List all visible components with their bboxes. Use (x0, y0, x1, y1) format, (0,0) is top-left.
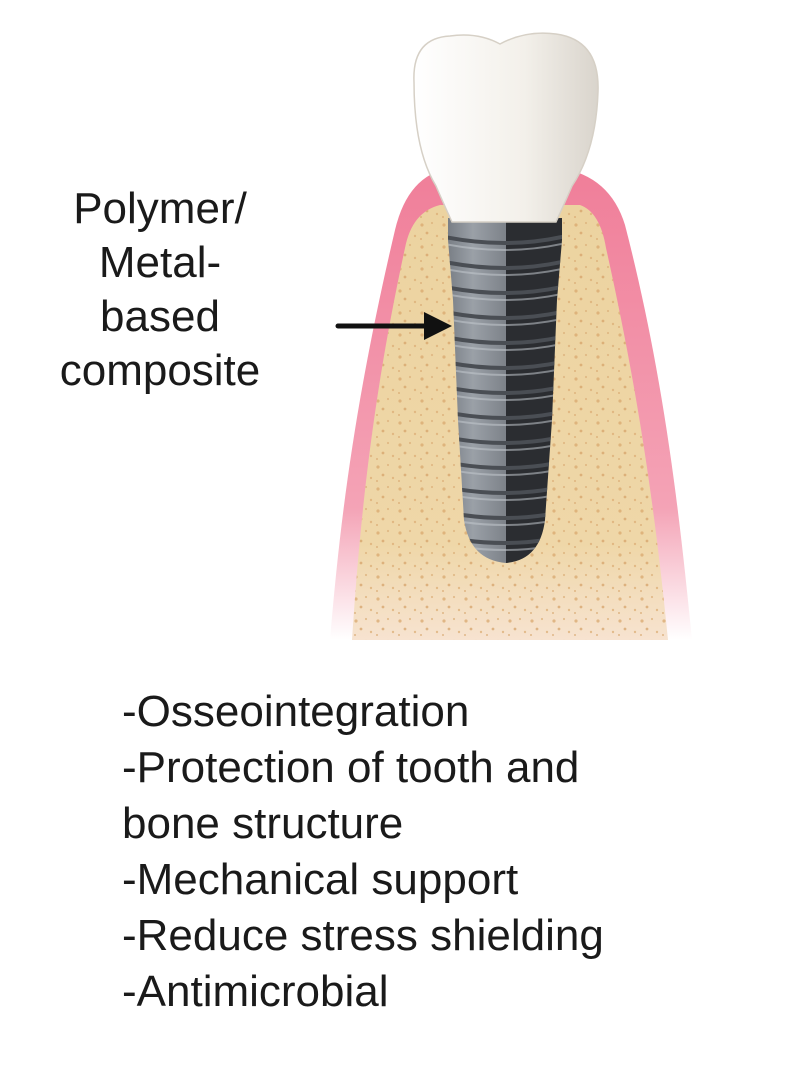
implant-thread (448, 234, 562, 245)
implant-thread-highlight (448, 317, 562, 326)
material-label: Polymer/ Metal- based composite (20, 182, 300, 398)
implant-screw (448, 218, 562, 563)
implant-thread-highlight (448, 242, 562, 251)
crown (413, 32, 599, 223)
implant-thread (448, 259, 562, 270)
benefit-item: -Protection of tooth and (122, 743, 580, 792)
label-line: composite (59, 346, 261, 395)
benefit-item: -Osseointegration (122, 687, 470, 736)
implant-thread-highlight (448, 292, 562, 301)
label-line: Metal- (98, 238, 222, 287)
benefits-list: -Osseointegration -Protection of tooth a… (122, 684, 604, 1020)
pointer-arrow (335, 312, 452, 340)
benefit-item: bone structure (122, 799, 404, 848)
implant-thread-highlight (448, 267, 562, 276)
implant-thread (448, 309, 562, 320)
benefit-item: -Reduce stress shielding (122, 911, 604, 960)
benefit-item: -Mechanical support (122, 855, 519, 904)
label-line: Polymer/ (73, 184, 247, 233)
implant-thread (448, 284, 562, 295)
label-line: based (100, 292, 220, 341)
benefit-item: -Antimicrobial (122, 967, 389, 1016)
